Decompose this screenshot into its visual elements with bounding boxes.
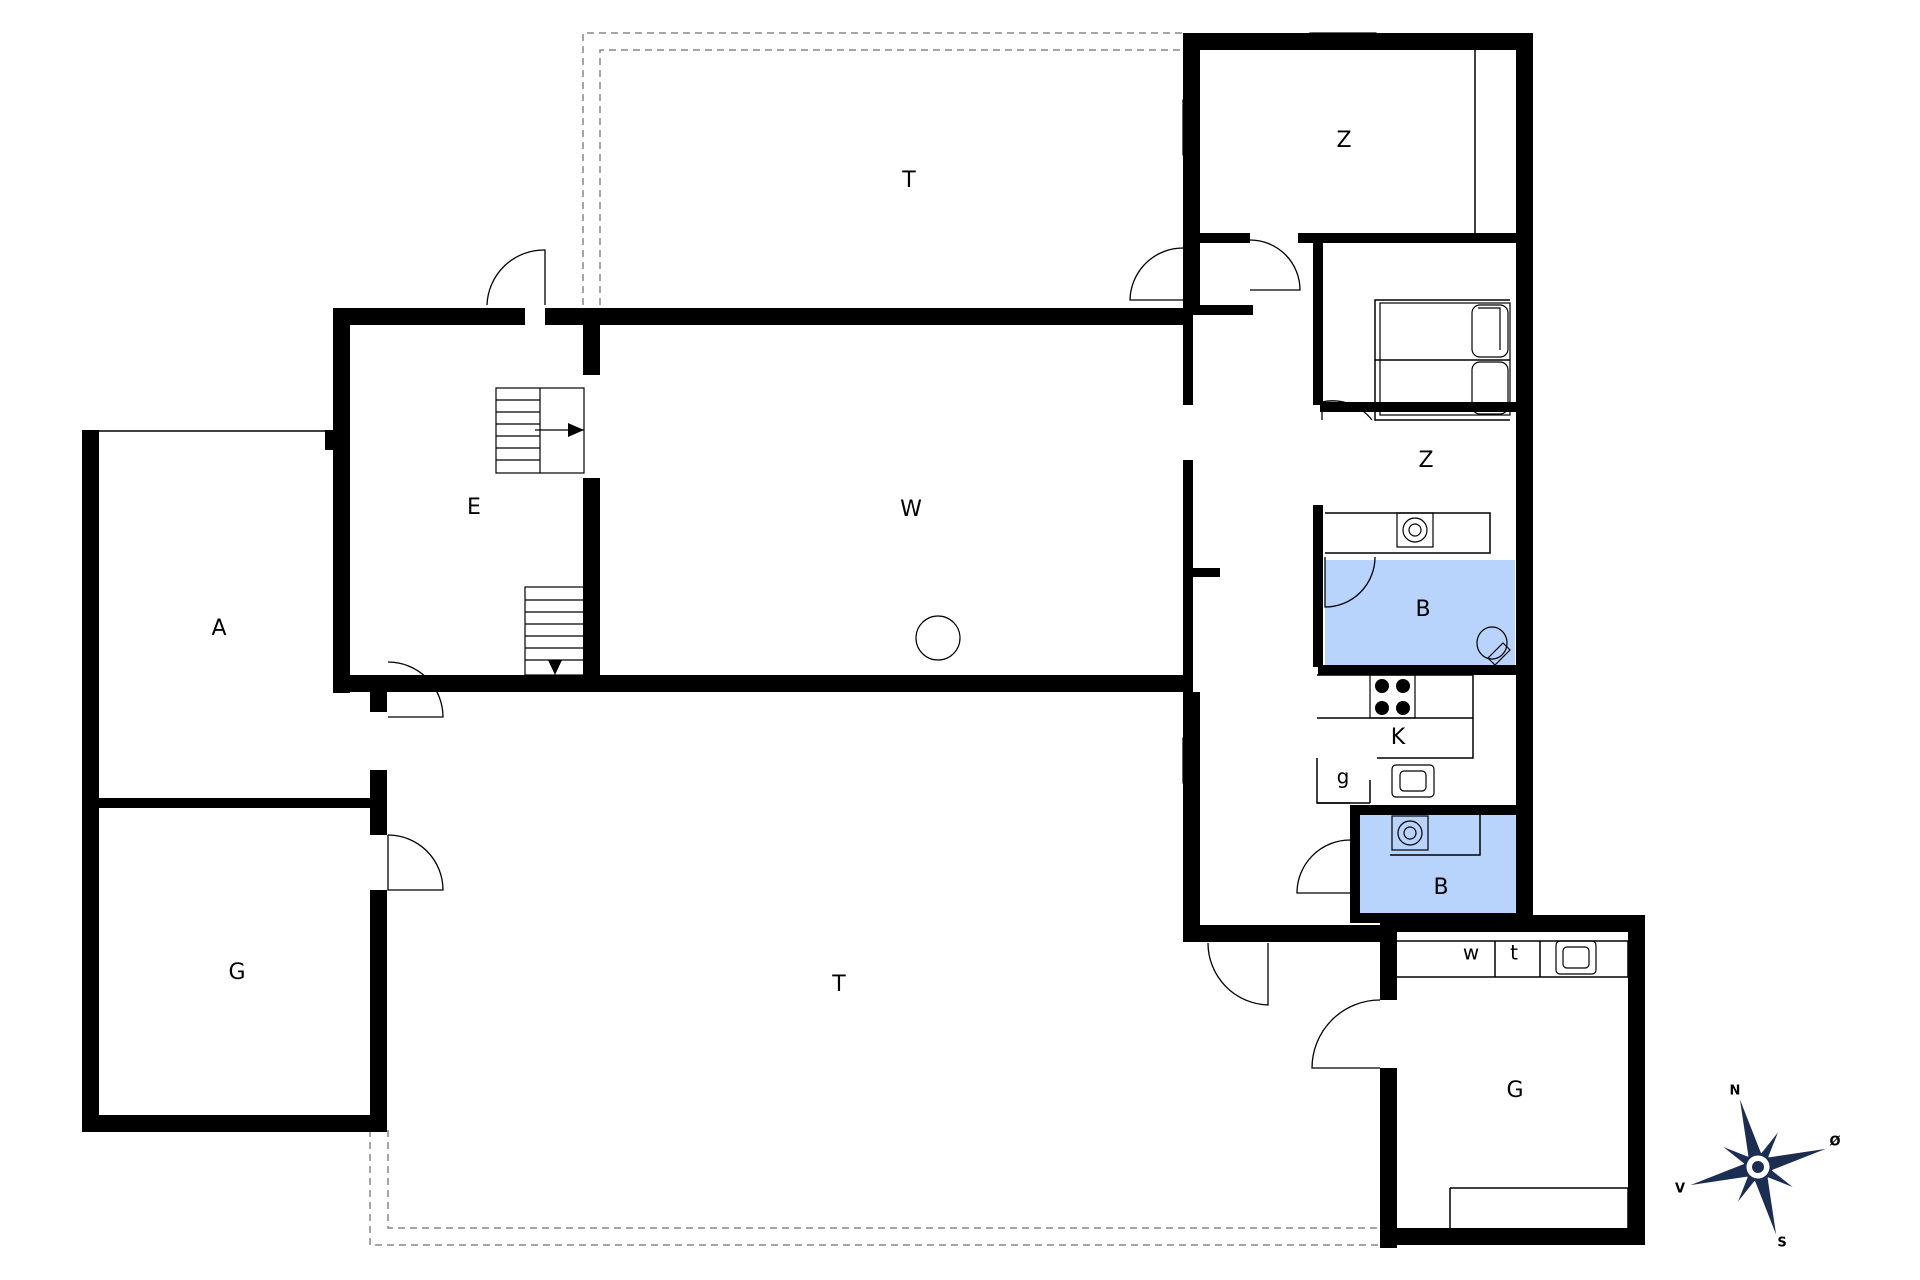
- room-label-terrace-south: T: [831, 972, 846, 997]
- bath-2-floor: [1360, 810, 1517, 923]
- room-label-bedroom-top: Z: [1336, 128, 1351, 153]
- room-label-bath-1: B: [1415, 597, 1430, 622]
- compass-rose: [1690, 1099, 1826, 1235]
- double-bed: [1379, 302, 1511, 416]
- compass-south: S: [1777, 1236, 1786, 1251]
- cooktop: [1369, 674, 1416, 719]
- room-label-bedroom-mid: Z: [1418, 448, 1433, 473]
- compass-west: V: [1675, 1182, 1685, 1197]
- room-label-bath-2: B: [1433, 875, 1448, 900]
- stair-arrow-right: [568, 423, 584, 437]
- wood-stove: [915, 615, 961, 661]
- toilet: [1476, 626, 1511, 666]
- utility-sink: [1555, 940, 1597, 975]
- label-washer: w: [1463, 941, 1479, 965]
- label-dryer: t: [1510, 941, 1518, 965]
- walls: [82, 33, 1645, 1248]
- room-label-entrance: E: [467, 495, 481, 520]
- room-label-terrace-north: T: [901, 168, 916, 193]
- room-label-living: W: [900, 497, 922, 522]
- sink-bath-2: [1391, 815, 1429, 851]
- terrace-outlines: [369, 32, 1378, 1246]
- door-swings: [387, 239, 1381, 1069]
- bath-1-floor: [1325, 560, 1515, 668]
- label-fridge: g: [1337, 765, 1350, 789]
- kitchen-sink: [1391, 764, 1435, 798]
- stair-arrow-down: [548, 660, 562, 675]
- room-label-kitchen: K: [1391, 725, 1406, 750]
- compass-north: N: [1730, 1084, 1741, 1099]
- room-label-annex: A: [211, 616, 226, 641]
- sink-bath-1: [1396, 512, 1434, 548]
- room-label-garage-left: G: [228, 960, 245, 985]
- compass-east: Ø: [1829, 1135, 1840, 1150]
- room-label-garage-right: G: [1506, 1078, 1523, 1103]
